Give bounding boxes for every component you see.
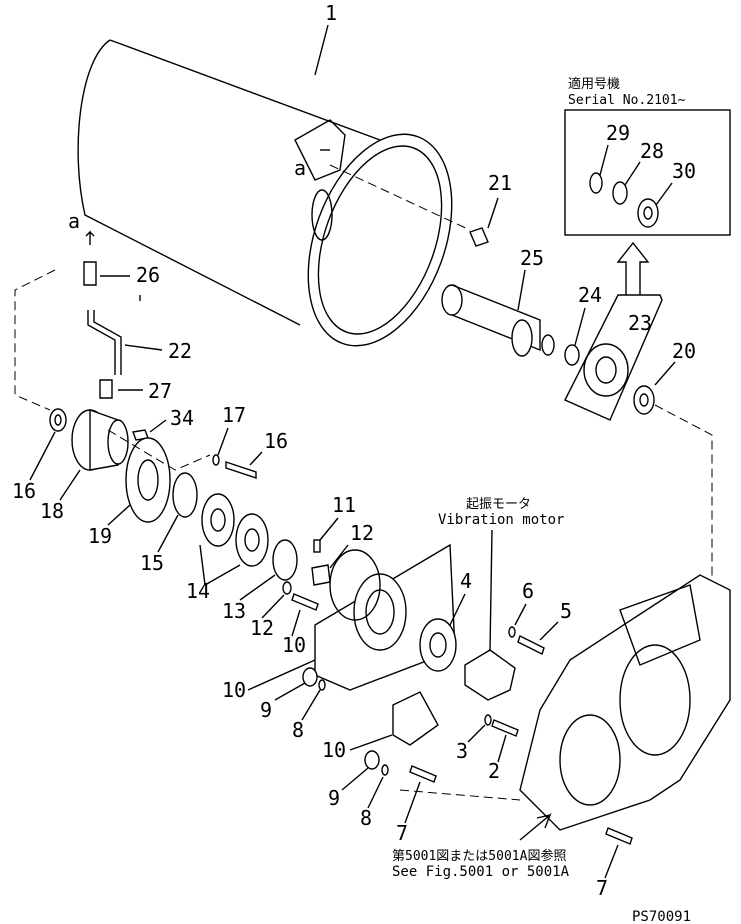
nut-9-top: [302, 667, 318, 687]
label-29: 24: [578, 283, 602, 307]
label-14: 10: [282, 633, 306, 657]
housing-28: [583, 343, 629, 397]
bolt-5: [517, 635, 545, 655]
serial-title-en: Serial No.2101~: [568, 93, 686, 108]
label-34: 34: [170, 406, 194, 430]
label-32: 29: [606, 121, 630, 145]
washer-6: [508, 626, 516, 638]
hub-23: [71, 409, 129, 471]
pin-12: [313, 539, 321, 553]
plate-11-bore: [353, 573, 407, 651]
label-9-top: 9: [260, 698, 272, 722]
label-22: 19: [88, 524, 112, 548]
label-17: 14: [186, 579, 210, 603]
label-18: 15: [140, 551, 164, 575]
plate-22: [125, 437, 171, 523]
nut-9-bottom: [364, 750, 380, 770]
label-3: 3: [456, 739, 468, 763]
o-ring-31: [612, 181, 628, 205]
label-6: 6: [522, 579, 534, 603]
drum-part: [77, 39, 453, 347]
flange-4: [419, 618, 457, 672]
serial-title-jp: 適用号機: [568, 76, 620, 92]
label-27-bottom: 27: [148, 379, 172, 403]
label-27-top: 26: [136, 263, 160, 287]
label-33: 30: [672, 159, 696, 183]
bushing-33: [637, 198, 659, 228]
washer-3: [484, 714, 492, 726]
bracket-10: [392, 691, 439, 746]
label-5: 5: [560, 599, 572, 623]
label-12: 11: [332, 493, 356, 517]
bolt-14: [291, 593, 319, 611]
bolt-20: [225, 461, 257, 479]
snap-ring-32: [589, 172, 603, 194]
label-30: 25: [520, 246, 544, 270]
bolt-7-mid: [409, 765, 437, 783]
label-7-frame: 7: [596, 876, 608, 900]
snap-ring-18: [172, 472, 198, 518]
frame: [519, 574, 731, 831]
seal-29: [564, 344, 580, 366]
label-23: 18: [40, 499, 64, 523]
reference-en: See Fig.5001 or 5001A: [392, 864, 570, 880]
label-28: 23: [628, 311, 652, 335]
label-4: 4: [460, 569, 472, 593]
label-8-top: 8: [292, 718, 304, 742]
view-marker-a-drum: a: [294, 156, 306, 180]
pipe-26: [87, 310, 116, 375]
washer-15: [282, 581, 292, 595]
fitting-27-top: [83, 261, 97, 286]
bearing-17a: [201, 493, 235, 547]
drawing-code: PS70091: [632, 909, 691, 924]
label-26: 22: [168, 339, 192, 363]
label-16: 13: [222, 599, 246, 623]
label-11: 10: [222, 678, 246, 702]
bearing-19: [49, 408, 67, 432]
label-2: 2: [488, 759, 500, 783]
bolt-2: [491, 719, 519, 737]
label-19: 16: [12, 479, 36, 503]
view-marker-a-pipe: a: [68, 209, 80, 233]
bearing-17b: [235, 513, 269, 567]
bushing-13: [311, 564, 331, 586]
label-10: 10: [322, 738, 346, 762]
bolt-7-frame: [605, 827, 633, 845]
washer-21: [212, 454, 220, 466]
washer-16: [272, 539, 298, 581]
label-20: 16: [264, 429, 288, 453]
label-31: 28: [640, 139, 664, 163]
shaft-30: [441, 284, 555, 357]
washer-8-bottom: [381, 764, 389, 776]
reference-jp: 第5001図または5001A図参照: [392, 848, 566, 864]
label-25: 21: [488, 171, 512, 195]
label-15: 12: [250, 616, 274, 640]
vibration-motor-en: Vibration motor: [438, 512, 564, 528]
label-9-bottom: 9: [328, 786, 340, 810]
vibration-motor-jp: 起振モータ: [466, 497, 531, 512]
serial-box: [564, 109, 731, 236]
label-21: 17: [222, 403, 246, 427]
washer-8-top: [318, 679, 326, 691]
fitting-27-bottom: [99, 379, 113, 399]
label-13: 12: [350, 521, 374, 545]
label-24: 20: [672, 339, 696, 363]
plate-28-outline: [564, 294, 663, 421]
label-7-mid: 7: [396, 821, 408, 845]
label-8-bottom: 8: [360, 806, 372, 830]
label-1: 1: [325, 1, 337, 25]
vibration-motor: [464, 649, 516, 701]
bearing-24: [633, 385, 655, 415]
